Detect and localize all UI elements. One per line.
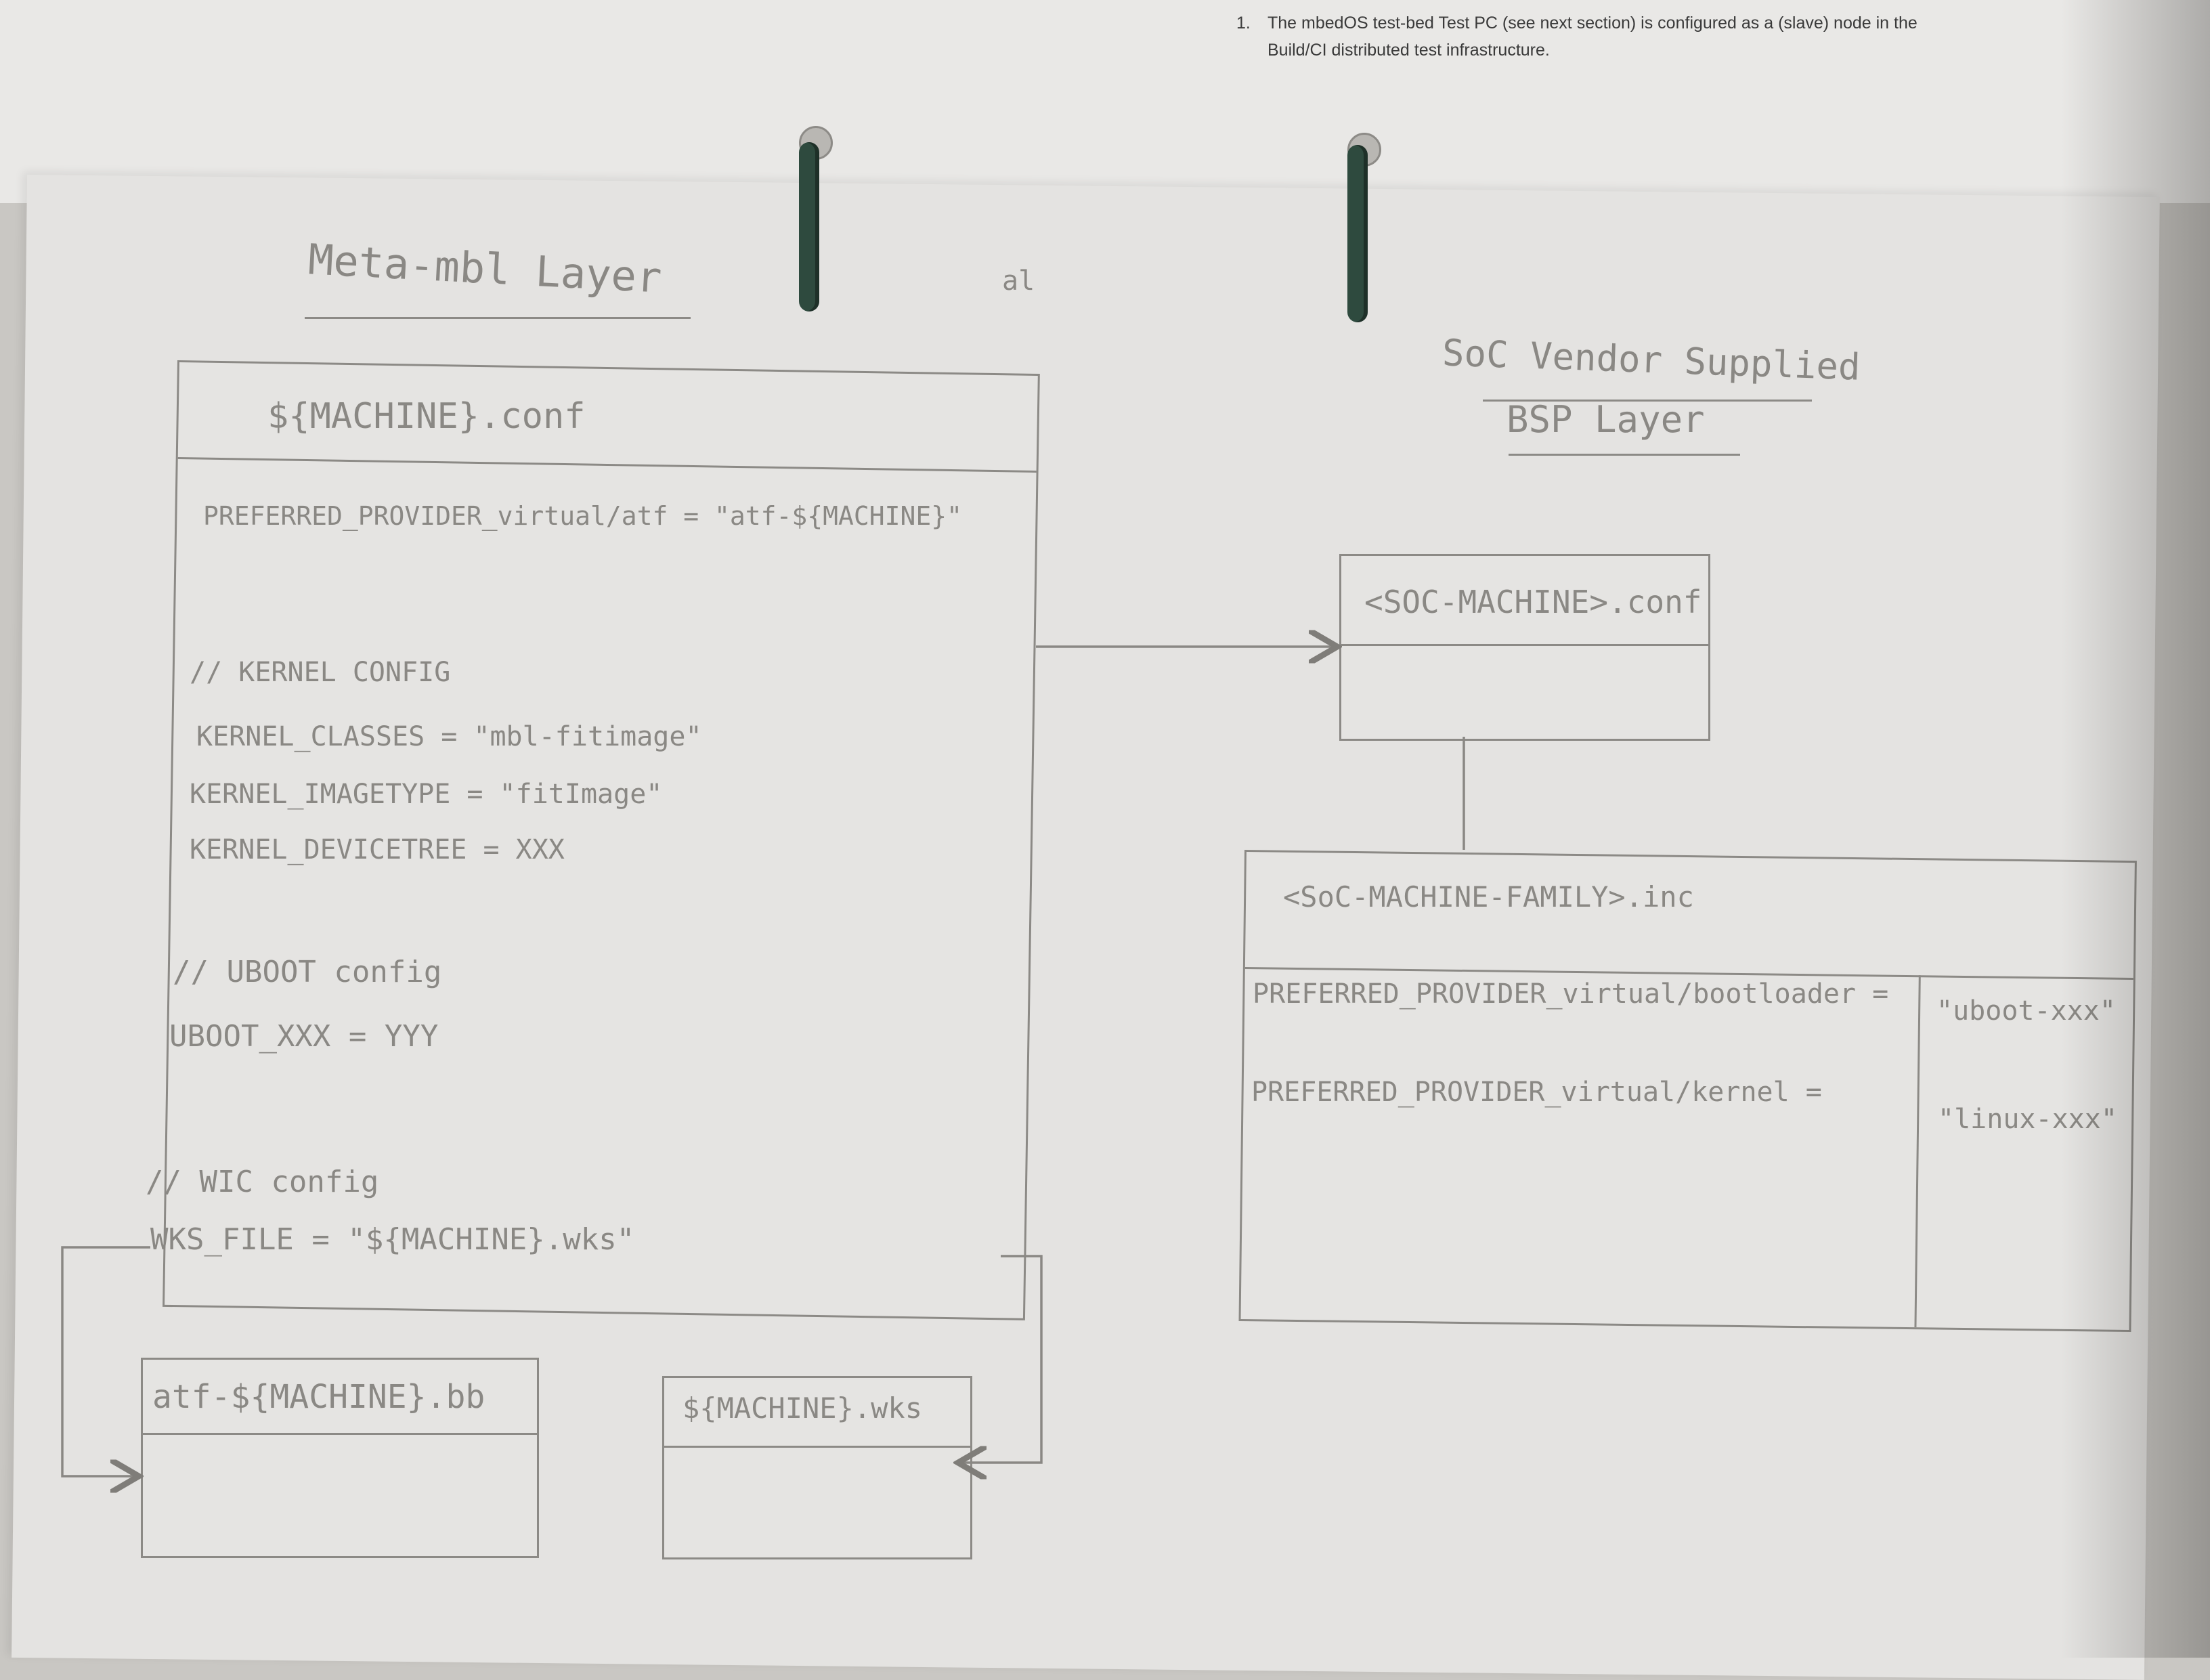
wks-title: ${MACHINE}.wks	[682, 1392, 923, 1425]
atf-bb-title: atf-${MACHINE}.bb	[152, 1378, 485, 1416]
right-heading-underline-1	[1483, 400, 1812, 402]
wks-file-to-atf-bb-arrow	[61, 1246, 150, 1476]
uboot-config-comment: // UBOOT config	[173, 955, 442, 989]
kernel-imagetype-line: KERNEL_IMAGETYPE = "fitImage"	[190, 779, 663, 810]
family-inc-title: <SoC-MACHINE-FAMILY>.inc	[1283, 880, 1694, 913]
soc-conf-title: <SOC-MACHINE>.conf	[1364, 584, 1702, 620]
machine-conf-to-wks-arrow	[958, 1255, 1043, 1463]
bootloader-provider-key: PREFERRED_PROVIDER_virtual/bootloader =	[1253, 978, 1889, 1010]
wks-box	[662, 1376, 972, 1559]
binder-ring-left	[799, 142, 819, 311]
printed-note-text: The mbedOS test-bed Test PC (see next se…	[1268, 14, 1918, 60]
uboot-line: UBOOT_XXX = YYY	[169, 1019, 439, 1054]
binder-ring-right	[1347, 145, 1368, 322]
atf-bb-divider	[143, 1433, 537, 1435]
page-shadow	[2061, 0, 2210, 1658]
kernel-provider-key: PREFERRED_PROVIDER_virtual/kernel =	[1251, 1077, 1822, 1108]
kernel-provider-value: "linux-xxx"	[1938, 1104, 2117, 1135]
preferred-provider-atf: PREFERRED_PROVIDER_virtual/atf = "atf-${…	[203, 501, 963, 531]
soc-conf-divider	[1341, 644, 1708, 646]
left-heading-underline	[305, 317, 691, 319]
background-sheet	[0, 0, 2210, 203]
kernel-devicetree-line: KERNEL_DEVICETREE = XXX	[190, 834, 565, 865]
printed-note: 1. The mbedOS test-bed Test PC (see next…	[1236, 9, 1981, 64]
wks-divider	[664, 1446, 970, 1448]
atf-bb-box	[141, 1358, 539, 1558]
stray-mark: al	[1002, 265, 1035, 297]
kernel-classes-line: KERNEL_CLASSES = "mbl-fitimage"	[196, 721, 702, 752]
bootloader-provider-value: "uboot-xxx"	[1936, 995, 2116, 1027]
wic-config-comment: // WIC config	[146, 1165, 379, 1199]
soc-conf-box	[1339, 554, 1710, 741]
kernel-config-comment: // KERNEL CONFIG	[190, 657, 451, 688]
right-layer-heading-line2: BSP Layer	[1507, 398, 1705, 441]
printed-note-number: 1.	[1236, 14, 1251, 33]
wks-file-line: WKS_FILE = "${MACHINE}.wks"	[150, 1222, 635, 1257]
right-heading-underline-2	[1509, 454, 1740, 456]
machine-conf-title: ${MACHINE}.conf	[267, 396, 586, 437]
